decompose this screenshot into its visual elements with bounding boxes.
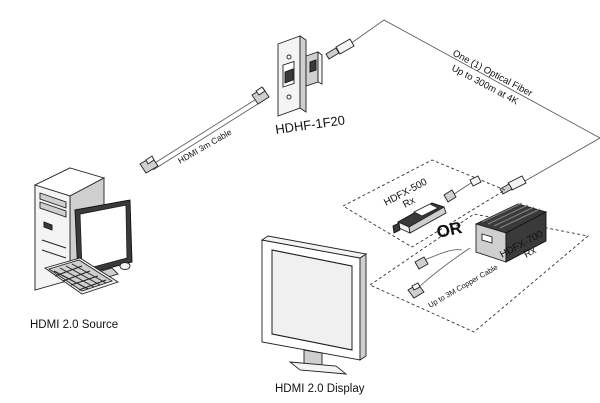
monitor-icon bbox=[260, 235, 368, 375]
or-separator: OR bbox=[435, 218, 464, 242]
rx-option1-rx: Rx bbox=[401, 195, 417, 210]
wall-plate-icon bbox=[277, 35, 323, 117]
rx-option-box-2 bbox=[369, 213, 590, 333]
rx-option-box-1 bbox=[342, 159, 506, 248]
fiber-connector-icon bbox=[499, 175, 527, 195]
rx-option2-rx: Rx bbox=[522, 245, 538, 260]
fiber-connector-icon bbox=[325, 38, 355, 60]
box-receiver-icon bbox=[474, 202, 548, 263]
copper-cable-label: Up to 3M Copper Cable bbox=[427, 263, 500, 310]
fiber-connector-icon bbox=[443, 175, 482, 203]
hdmi-cable-line bbox=[149, 97, 262, 171]
source-caption: HDMI 2.0 Source bbox=[30, 319, 118, 331]
transmitter-model-label: HDHF-1F20 bbox=[274, 112, 345, 137]
hdmi-cable-icon bbox=[407, 247, 471, 299]
hdmi-connector-icon bbox=[251, 86, 270, 105]
hdmi-connector-icon bbox=[139, 155, 159, 174]
hdmi-cable-label: HDMI 3m Cable bbox=[176, 127, 234, 166]
optical-fiber-line bbox=[349, 19, 600, 186]
display-caption: HDMI 2.0 Display bbox=[275, 383, 365, 395]
desktop-computer-icon bbox=[33, 167, 133, 295]
dongle-receiver-icon bbox=[392, 202, 447, 234]
